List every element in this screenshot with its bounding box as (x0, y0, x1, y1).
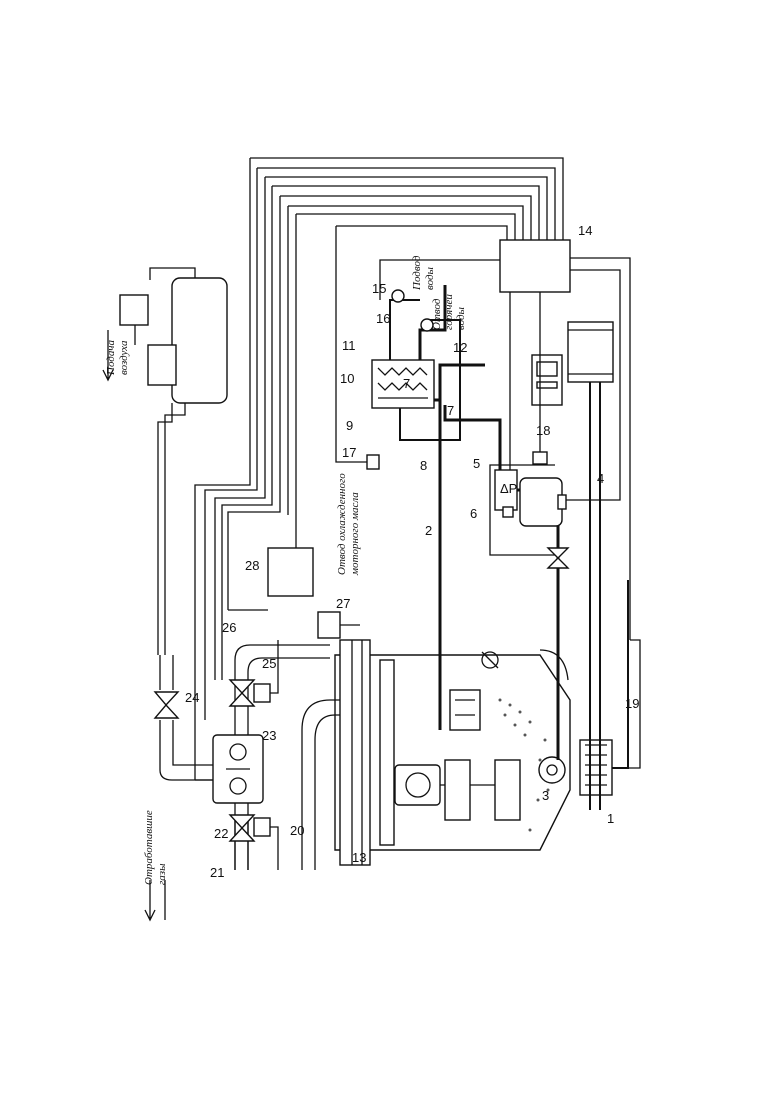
valve-22-icon (230, 815, 270, 841)
label-12: 12 (453, 340, 467, 355)
label-16: 16 (376, 311, 390, 326)
svg-text:Подача: Подача (105, 340, 117, 376)
oil-pump-icon (539, 757, 565, 783)
label-8: 8 (420, 458, 427, 473)
caption-exhaust: Отработавшие газы (143, 810, 168, 885)
caption-air-supply: Подача воздуха (105, 340, 130, 376)
label-5: 5 (473, 456, 480, 471)
caption-hot-water-outlet: Отвод горячей воды (431, 294, 467, 330)
label-22: 22 (214, 826, 228, 841)
air-compressor-unit (120, 268, 227, 655)
svg-text:воды: воды (424, 266, 436, 290)
label-2: 2 (425, 523, 432, 538)
label-11: 11 (342, 338, 356, 353)
exhaust-arrow-icon (145, 880, 165, 920)
valve-25-icon (230, 680, 270, 706)
svg-text:газы: газы (156, 863, 168, 885)
water-valve-15-icon (392, 290, 404, 302)
label-23: 23 (262, 728, 276, 743)
label-18: 18 (536, 423, 550, 438)
control-unit (500, 240, 570, 292)
label-13: 13 (352, 850, 366, 865)
sensor-18-icon (533, 452, 547, 464)
valve-24-icon (155, 692, 178, 718)
svg-text:Подвод: Подвод (411, 255, 423, 291)
svg-text:горячей: горячей (443, 294, 455, 330)
caption-oil-outlet: Отвод охлажденного моторного масла (336, 473, 361, 576)
label-25: 25 (262, 656, 276, 671)
label-20: 20 (290, 823, 304, 838)
label-21: 21 (210, 865, 224, 880)
oil-heater-19-icon (580, 580, 628, 795)
pressure-differential-sensor: ΔP (495, 470, 517, 510)
label-7b: 7 (447, 403, 454, 418)
label-3: 3 (542, 788, 549, 803)
label-26: 26 (222, 620, 236, 635)
scale-weigher-icon (568, 322, 613, 810)
label-24: 24 (185, 690, 199, 705)
oil-valve-icon (548, 548, 568, 568)
turbocharger-icon (213, 735, 263, 803)
unit-28 (268, 548, 313, 596)
svg-text:Отвод охлажденного: Отвод охлажденного (336, 473, 348, 575)
label-27: 27 (336, 596, 350, 611)
svg-text:воды: воды (455, 306, 467, 330)
svg-text:Отработавшие: Отработавшие (143, 810, 155, 885)
delta-p-label: ΔP (500, 481, 517, 496)
engine-chamber (302, 640, 570, 870)
flow-meter-display (532, 355, 562, 405)
svg-text:моторного масла: моторного масла (349, 492, 361, 576)
temperature-sensor-17-icon (367, 455, 379, 469)
label-10: 10 (340, 371, 354, 386)
label-28: 28 (245, 558, 259, 573)
svg-text:воздуха: воздуха (118, 340, 130, 375)
label-6: 6 (470, 506, 477, 521)
label-14: 14 (578, 223, 592, 238)
sensor-6-icon (503, 507, 513, 517)
label-15: 15 (372, 281, 386, 296)
actuator-27-icon (318, 612, 360, 638)
label-7a: 7 (403, 376, 410, 391)
svg-text:Отвод: Отвод (431, 298, 443, 330)
label-17: 17 (342, 445, 356, 460)
label-19: 19 (625, 696, 639, 711)
label-4: 4 (597, 471, 604, 486)
label-1: 1 (607, 811, 614, 826)
label-9: 9 (346, 418, 353, 433)
oil-filter-icon (520, 478, 566, 526)
